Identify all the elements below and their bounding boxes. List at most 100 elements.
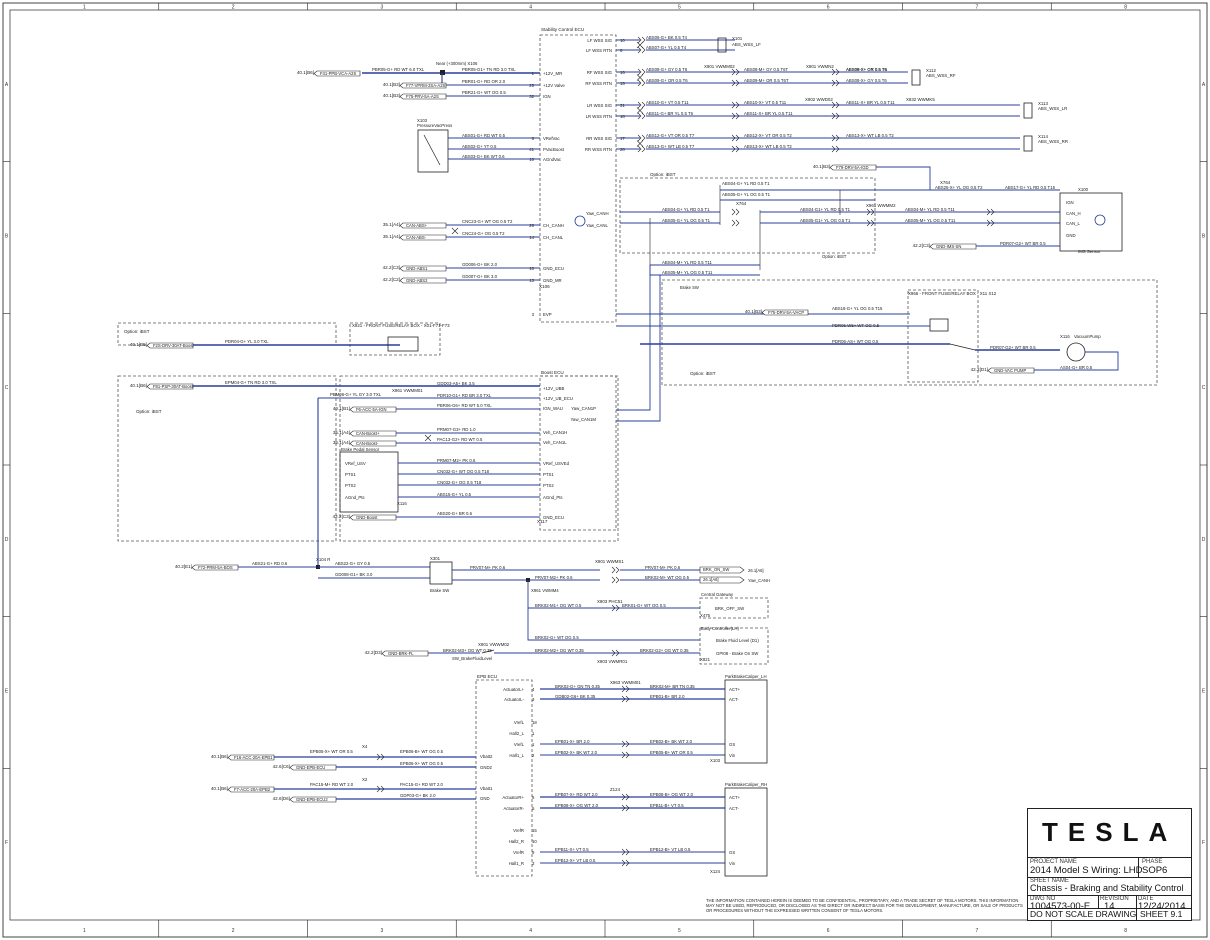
annotation-label: Brake SW [430, 588, 450, 593]
wire-id-label: ABS05-M+ YL OG 0.5 T11 [905, 218, 956, 223]
pin-label: ActuatorL- [504, 697, 524, 702]
connector-symbol [986, 208, 995, 216]
wire-id-label: ABS04-M+ YL RD 0.5 T11 [662, 260, 712, 265]
wire-id-label: ABS22-G+ GY 0.5 [335, 561, 371, 566]
sensor-name: ABS_WSS_RR [1038, 139, 1068, 144]
connector-symbol [621, 685, 630, 693]
pin-label: Vin [729, 753, 736, 758]
pin-label: LR WSS SIG [587, 103, 613, 108]
wire-id-label: ABS03-G+ BK WT 0.6 [462, 154, 505, 159]
fluid-switch [481, 649, 495, 654]
annotation-label: Brake Fluid Level (D1) [716, 638, 759, 643]
wire-id-label: EPB11-X+ VT 0.5 [555, 847, 589, 852]
wire-id-label: PBR05-G1+ TN RD 3.0 TXL [462, 67, 516, 72]
fuse-label: F75-DRV-5A-VACP [768, 310, 804, 315]
connector-label: X301 [430, 556, 441, 561]
fuse-tag [289, 764, 337, 771]
wire-id-label: ABS07-G+ YL 0.5 T4 [646, 45, 687, 50]
pin-label: PTS1 [345, 472, 356, 477]
sensor-ref: X112 [926, 68, 936, 73]
ims-sensor-box [1059, 192, 1123, 252]
wire-id-label: PBR01-G+ RD OR 2.0 [462, 79, 506, 84]
fuse-ref-label: 42.6[D6] [273, 796, 290, 801]
wire-id-label: ABS09-G+ OR 0.5 T6 [646, 78, 688, 83]
wire-id-label: PDR07-G2+ WT BR 0.5 [1000, 241, 1046, 246]
ecu-ref: X124 [710, 869, 721, 874]
pin-label: ACT+ [729, 687, 741, 692]
connector-symbol [637, 79, 646, 87]
epb-caliper-rh-box [724, 787, 768, 877]
connector-symbol [637, 101, 646, 109]
wire-id-label: ABS08-X+ GY 0.5 T6 [846, 78, 887, 83]
grid-row-label: E [5, 689, 9, 695]
connector-symbol [621, 751, 630, 759]
wire-id-label: EPM04-G+ TN RD 3.0 TXL [225, 380, 277, 385]
sensor-name: ABS_WSS_RF [926, 73, 956, 78]
ground-circle-symbol [1094, 214, 1106, 226]
sheet-number: SHEET 9.1 [1140, 909, 1183, 919]
connector-symbol [621, 859, 630, 867]
pin-label: ACT+ [729, 795, 741, 800]
ecu-title: ParkBrakeCaliper_RH [725, 782, 767, 787]
pin-label: Veh_CAN1H [543, 430, 567, 435]
connector-symbol [621, 695, 630, 703]
wire-id-label: AS04-G+ BR 0.5 [1060, 365, 1093, 370]
pin-label: CH_CANL [543, 235, 564, 240]
grid-column-label: 5 [678, 5, 681, 11]
fuse-ref-label: 40.1[B6] [130, 383, 147, 388]
wire-id-label: PBR21-G+ WT OG 0.5 [462, 90, 506, 95]
fuse-tag [227, 786, 275, 793]
grid-row-label: B [5, 234, 9, 240]
sensor-name: IMS Sensor [1078, 249, 1101, 254]
pin-label: EVP [543, 312, 552, 317]
grid-row-label: D [1202, 537, 1206, 543]
grid-column-label: 3 [380, 5, 383, 11]
pin-number: 10 [529, 157, 534, 162]
wire-id-label: PDR04-G+ YL 3.0 TXL [225, 339, 269, 344]
wire-id-label: EPB02-B+ BK WT 2.0 [650, 739, 693, 744]
annotation-label: GND [1066, 233, 1076, 238]
fuse-label: CAN-Boost+ [356, 431, 380, 436]
wire-id-label: EPB06-B+ WT OG 0.5 [400, 749, 444, 754]
fuse-label: GND-IMS-SN [936, 244, 961, 249]
pin-number: 3 [532, 861, 535, 866]
pin-number: 2 [532, 753, 535, 758]
fuse-ref-label: 40.1[B3] [383, 93, 400, 98]
wire-id-label: ABS05-G+ YL OG 0.5 T1 [662, 218, 711, 223]
annotation-label: Yaw_CANH [586, 211, 609, 216]
pin-label: AGnd_Pts [345, 495, 365, 500]
grid-column-label: 6 [827, 928, 830, 934]
option-ibst-yaw-region [619, 177, 876, 254]
fuse-ref-label: 40.1[B6] [297, 70, 314, 75]
pin-label: ACT- [729, 697, 739, 702]
fuse-tag [381, 650, 429, 657]
fuse-tag [399, 234, 447, 241]
pin-label: PTS1 [543, 472, 554, 477]
twisted-pair-symbol [636, 41, 644, 49]
fuse-tag [349, 430, 397, 437]
fuse-tag [399, 277, 447, 284]
connector-symbol [611, 649, 620, 657]
grid-column-label: 1 [83, 928, 86, 934]
annotation-label: 26.1[A6] [703, 577, 719, 582]
connector-label: X4 [362, 744, 368, 749]
wire-id-label: GDD03-A5+ BK 3.5 [437, 381, 475, 386]
grid-column-label: 6 [827, 5, 830, 11]
fuse-ref-label: 42.2[C3] [913, 243, 930, 248]
wire-id-label: EPB01-B+ BR 2.0 [650, 694, 685, 699]
connector-label: X901 VWWM02 [478, 642, 510, 647]
fuse-label: F16-ACC-20A-EPB1 [234, 755, 273, 760]
pin-number: 13 [529, 278, 534, 283]
fuse-label: F41-PPB-VCA-A2S [320, 71, 357, 76]
wire-id-label: PDR06-AS+ WT OG 0.5 [832, 339, 879, 344]
wire-id-label: ABS12-G+ VT OR 0.5 T7 [646, 133, 695, 138]
fuse-label: F77-VPRM-2SA-A2S [406, 83, 446, 88]
wire-id-label: ABS25-X+ YL OG 0.5 T2 [935, 185, 983, 190]
pin-label: Yaw_CAN1M [571, 417, 597, 422]
twisted-pair-symbol [424, 434, 432, 442]
pin-label: Yaw_CAN1P [571, 406, 596, 411]
connector-label: X903 VWMR01 [597, 659, 628, 664]
fuse-tag [399, 222, 447, 229]
